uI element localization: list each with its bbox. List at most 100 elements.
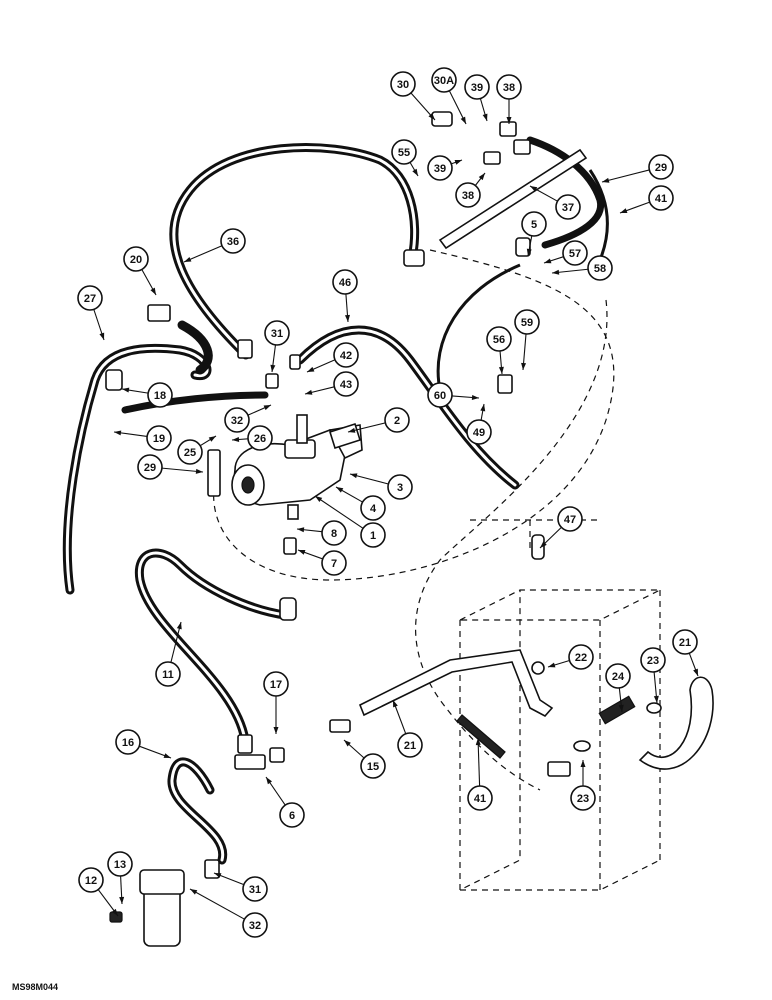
callout-circle [177, 439, 203, 465]
callout-circle [391, 139, 417, 165]
callout-30a: 30A [431, 67, 457, 93]
callout-24: 24 [605, 663, 631, 689]
callout-label: 39 [434, 163, 446, 175]
callout-leader [314, 495, 364, 529]
callout-circle [431, 67, 457, 93]
callout-arrowhead [344, 740, 351, 747]
callout-circle [107, 851, 133, 877]
callout-58: 58 [587, 255, 613, 281]
callout-13: 13 [107, 851, 133, 877]
callout-arrowhead [412, 168, 418, 176]
callout-label: 56 [493, 334, 505, 346]
callout-11: 11 [155, 661, 181, 687]
callout-arrowhead [232, 437, 240, 442]
callout-circle [384, 407, 410, 433]
callout-circle [555, 194, 581, 220]
callout-label: 21 [404, 740, 416, 752]
callout-15: 15 [360, 753, 386, 779]
callout-label: 23 [647, 655, 659, 667]
callout-label: 41 [655, 193, 667, 205]
callout-label: 15 [367, 761, 379, 773]
callout-circle [224, 407, 250, 433]
callout-circle [247, 425, 273, 451]
callout-circle [321, 550, 347, 576]
callout-arrowhead [270, 364, 276, 372]
callout-46: 46 [332, 269, 358, 295]
hose-16 [167, 757, 228, 865]
callout-label: 30A [434, 75, 454, 87]
callout-49: 49 [466, 419, 492, 445]
callout-label: 24 [612, 671, 625, 683]
callout-arrowhead [163, 753, 171, 758]
callout-39: 39 [427, 155, 453, 181]
callout-arrowhead [602, 177, 610, 183]
callout-leader [189, 888, 245, 920]
callout-circle [427, 382, 453, 408]
callout-arrowhead [480, 404, 486, 412]
callout-circle [514, 309, 540, 335]
callout-circle [123, 246, 149, 272]
callout-7: 7 [321, 550, 347, 576]
callout-arrowhead [620, 208, 628, 213]
callout-19: 19 [146, 425, 172, 451]
callout-arrowhead [119, 896, 125, 904]
callout-circle [397, 732, 423, 758]
callout-label: 8 [331, 528, 337, 540]
callout-arrowhead [344, 314, 350, 322]
callout-57: 57 [562, 240, 588, 266]
callout-41: 41 [467, 785, 493, 811]
callout-arrowhead [266, 777, 273, 785]
callout-arrowhead [475, 738, 481, 746]
callout-circle [77, 285, 103, 311]
callout-label: 47 [564, 514, 576, 526]
callout-arrowhead [580, 760, 586, 767]
callout-label: 29 [655, 162, 667, 174]
callout-label: 32 [249, 920, 261, 932]
callout-23: 23 [640, 647, 666, 673]
callout-circle [279, 802, 305, 828]
callout-label: 16 [122, 737, 134, 749]
callout-21: 21 [397, 732, 423, 758]
callout-arrowhead [530, 186, 538, 192]
callout-circle [147, 382, 173, 408]
hose-41-lower [456, 714, 506, 759]
callout-circle [115, 729, 141, 755]
callout-circle [672, 629, 698, 655]
callout-arrowhead [176, 622, 182, 630]
callout-arrowhead [482, 113, 488, 121]
callout-circle [242, 912, 268, 938]
callout-arrowhead [122, 387, 130, 393]
hose-36 [169, 143, 420, 360]
hose-11 [134, 548, 290, 745]
callout-5: 5 [521, 211, 547, 237]
callout-arrowhead [393, 700, 398, 708]
callout-circle [466, 419, 492, 445]
callout-arrowhead [307, 366, 315, 372]
callout-arrowhead [428, 113, 435, 120]
callout-circle [387, 474, 413, 500]
callout-arrowhead [305, 389, 313, 395]
callout-label: 2 [394, 415, 400, 427]
callout-label: 23 [577, 793, 589, 805]
callout-label: 60 [434, 390, 446, 402]
callout-circle [648, 154, 674, 180]
callout-arrowhead [114, 430, 122, 436]
callout-label: 30 [397, 79, 409, 91]
callout-label: 55 [398, 147, 410, 159]
hose-20-link [177, 320, 213, 375]
callout-label: 42 [340, 350, 352, 362]
callout-circle [333, 342, 359, 368]
callout-arrowhead [552, 269, 560, 275]
callout-circle [78, 867, 104, 893]
callout-12: 12 [78, 867, 104, 893]
callout-21: 21 [672, 629, 698, 655]
callout-label: 38 [503, 82, 515, 94]
callout-label: 46 [339, 277, 351, 289]
callout-label: 36 [227, 236, 239, 248]
reference-code: MS98M044 [12, 982, 58, 992]
callout-31: 31 [264, 320, 290, 346]
callout-6: 6 [279, 802, 305, 828]
callout-label: 6 [289, 810, 295, 822]
